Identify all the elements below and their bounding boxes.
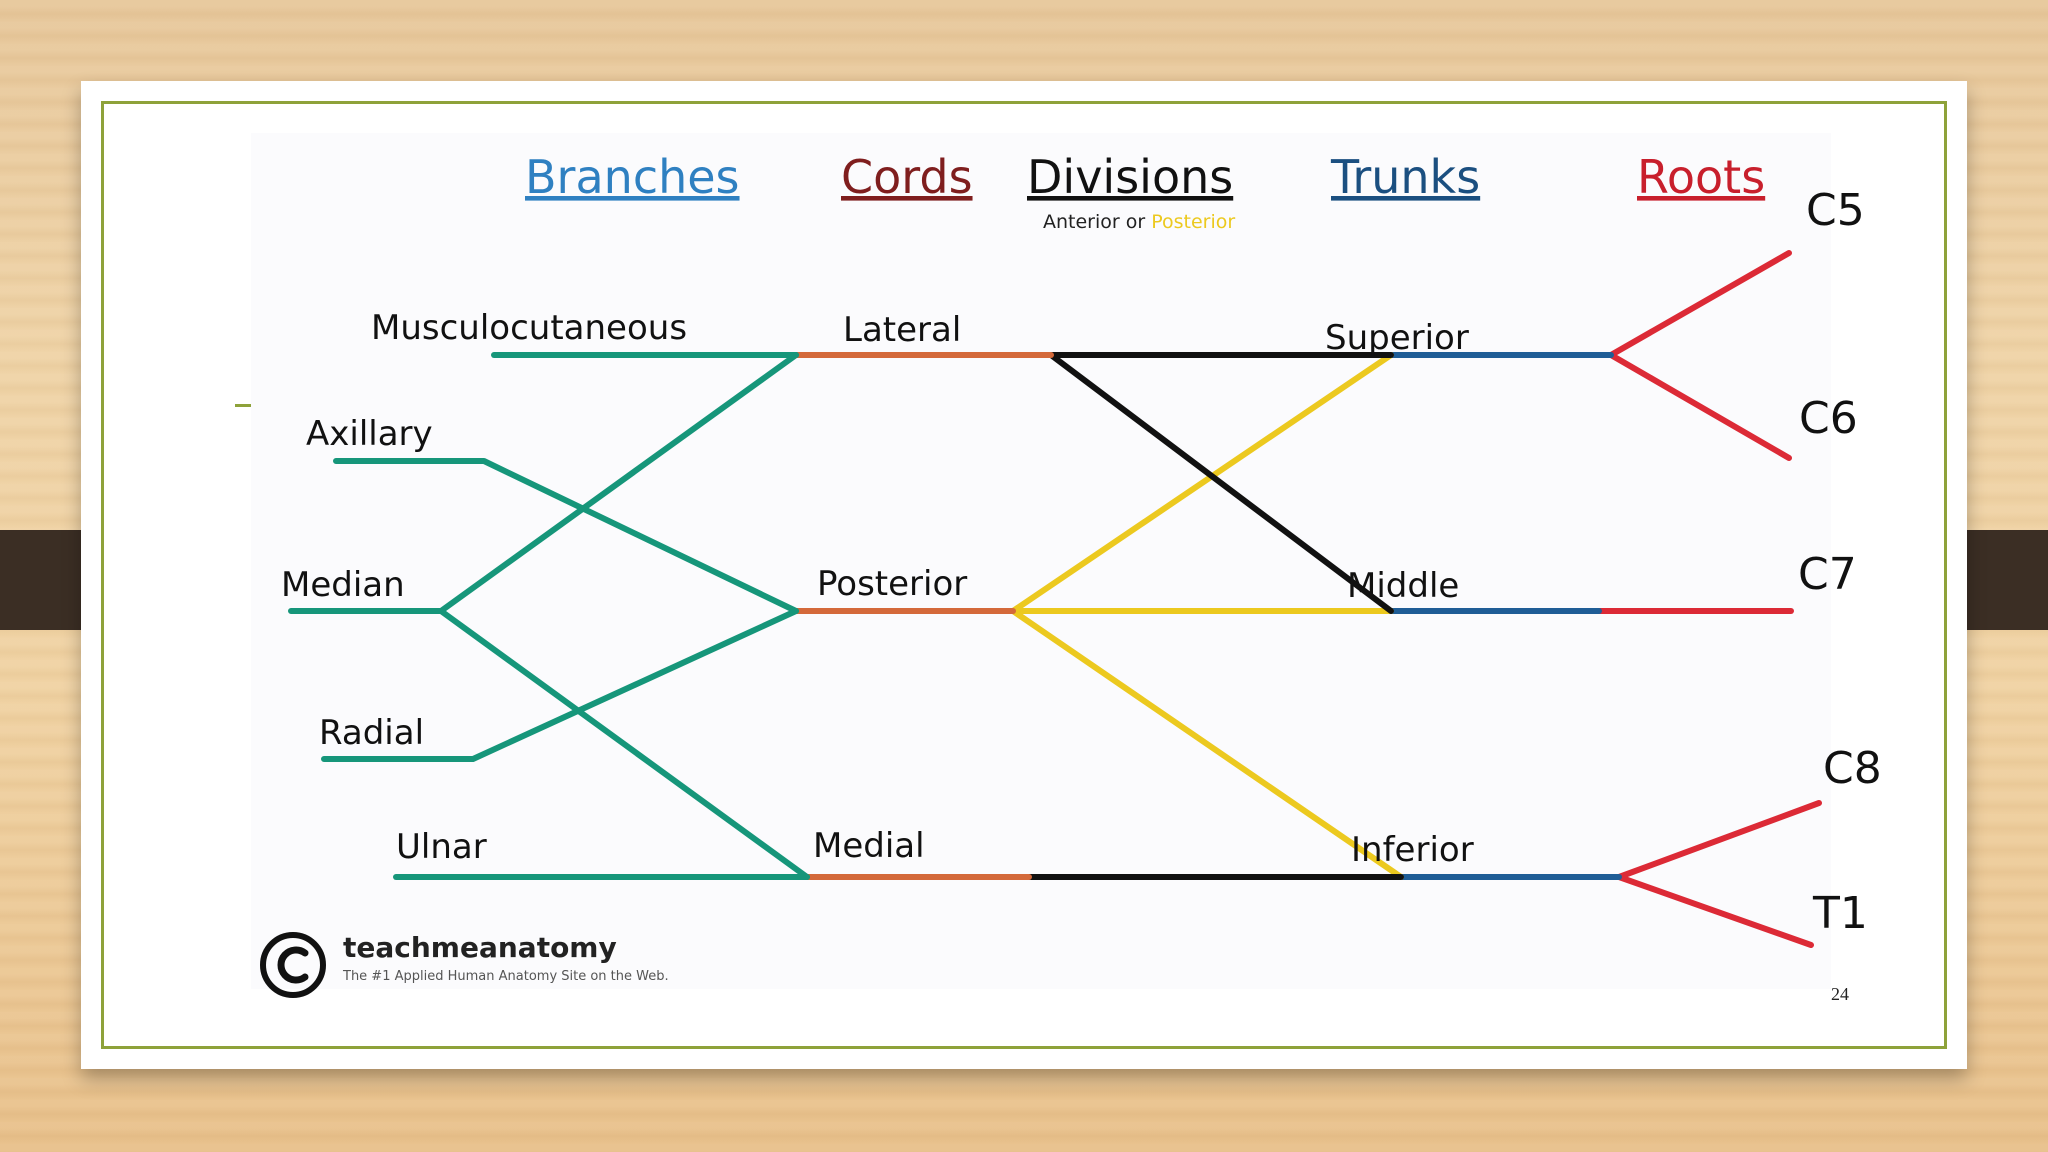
branch-line-radial (321, 608, 799, 762)
cord-label-lateral: Lateral (843, 310, 961, 350)
branch-label-radial: Radial (319, 713, 424, 753)
cord-label-medial: Medial (813, 826, 925, 866)
root-label-c5: C5 (1806, 185, 1865, 236)
root-label-c7: C7 (1798, 549, 1857, 600)
cord-label-posterior: Posterior (817, 564, 967, 604)
branch-line-axillary (333, 458, 799, 614)
header-branches: Branches (525, 150, 740, 204)
brachial-plexus-diagram: Branches Cords Divisions Anterior or Pos… (251, 133, 1882, 998)
branch-line-median-medial-root (438, 608, 810, 880)
branch-label-median: Median (281, 565, 405, 605)
root-line-c8 (1616, 800, 1822, 880)
header-cords: Cords (841, 150, 973, 204)
trunk-label-superior: Superior (1325, 318, 1469, 358)
header-trunks: Trunks (1330, 150, 1480, 204)
root-label-c8: C8 (1823, 743, 1882, 794)
root-label-t1: T1 (1812, 888, 1868, 939)
divisions-subtitle-anterior: Anterior or (1043, 211, 1145, 233)
slide: Branches Cords Divisions Anterior or Pos… (81, 81, 1967, 1069)
diagram-svg: Branches Cords Divisions Anterior or Pos… (260, 150, 1882, 998)
slide-frame (101, 101, 1947, 1049)
root-label-c6: C6 (1799, 393, 1858, 444)
trunk-label-middle: Middle (1347, 566, 1459, 606)
root-line-c6 (1608, 352, 1792, 461)
branch-label-ulnar: Ulnar (396, 827, 487, 867)
header-roots: Roots (1637, 150, 1765, 204)
root-line-c5 (1608, 250, 1792, 358)
posterior-division-inferior (1010, 608, 1404, 880)
watermark-tagline: The #1 Applied Human Anatomy Site on the… (342, 969, 669, 984)
page-number: 24 (1831, 984, 1849, 1004)
copyright-icon (260, 932, 326, 998)
anterior-division-middle (1048, 352, 1394, 614)
bullet-dash (235, 404, 251, 407)
divisions-subtitle: Anterior or Posterior (1043, 211, 1235, 233)
branch-label-musculocutaneous: Musculocutaneous (371, 308, 687, 348)
divisions-subtitle-posterior: Posterior (1151, 211, 1235, 233)
branch-label-axillary: Axillary (306, 414, 433, 454)
trunk-label-inferior: Inferior (1351, 830, 1474, 870)
watermark-brand: teachmeanatomy (343, 931, 617, 964)
posterior-division-superior (1010, 352, 1394, 614)
header-divisions: Divisions (1027, 150, 1233, 204)
root-line-t1 (1616, 874, 1814, 948)
